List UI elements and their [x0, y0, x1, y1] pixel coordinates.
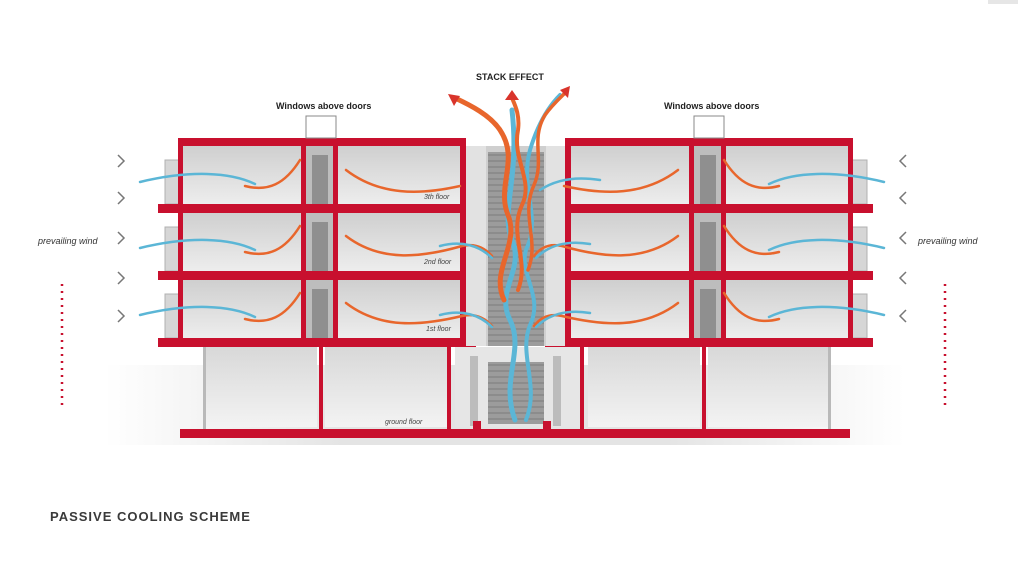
stack-effect-label: STACK EFFECT [476, 72, 544, 82]
wind-chevrons-right [898, 154, 907, 323]
prevailing-wind-label-left: prevailing wind [38, 236, 98, 246]
floor-label-ground: ground floor [385, 419, 423, 426]
airflow-right [532, 158, 886, 329]
left-wing [158, 115, 476, 347]
prevailing-wind-label-right: prevailing wind [918, 236, 978, 246]
floor-label-1: 1st floor [426, 326, 451, 333]
floor-label-3: 3th floor [424, 194, 450, 201]
airflow-left [138, 158, 494, 329]
stack-effect-plume [448, 86, 570, 423]
diagram-caption: PASSIVE COOLING SCHEME [50, 509, 251, 524]
ground-floor [180, 347, 850, 438]
right-wing [545, 115, 873, 347]
windows-label-right: Windows above doors [664, 101, 760, 111]
corner-mark [988, 0, 1018, 4]
windows-label-left: Windows above doors [276, 101, 372, 111]
floor-label-2: 2nd floor [424, 259, 452, 266]
wind-chevrons-left [117, 154, 126, 323]
